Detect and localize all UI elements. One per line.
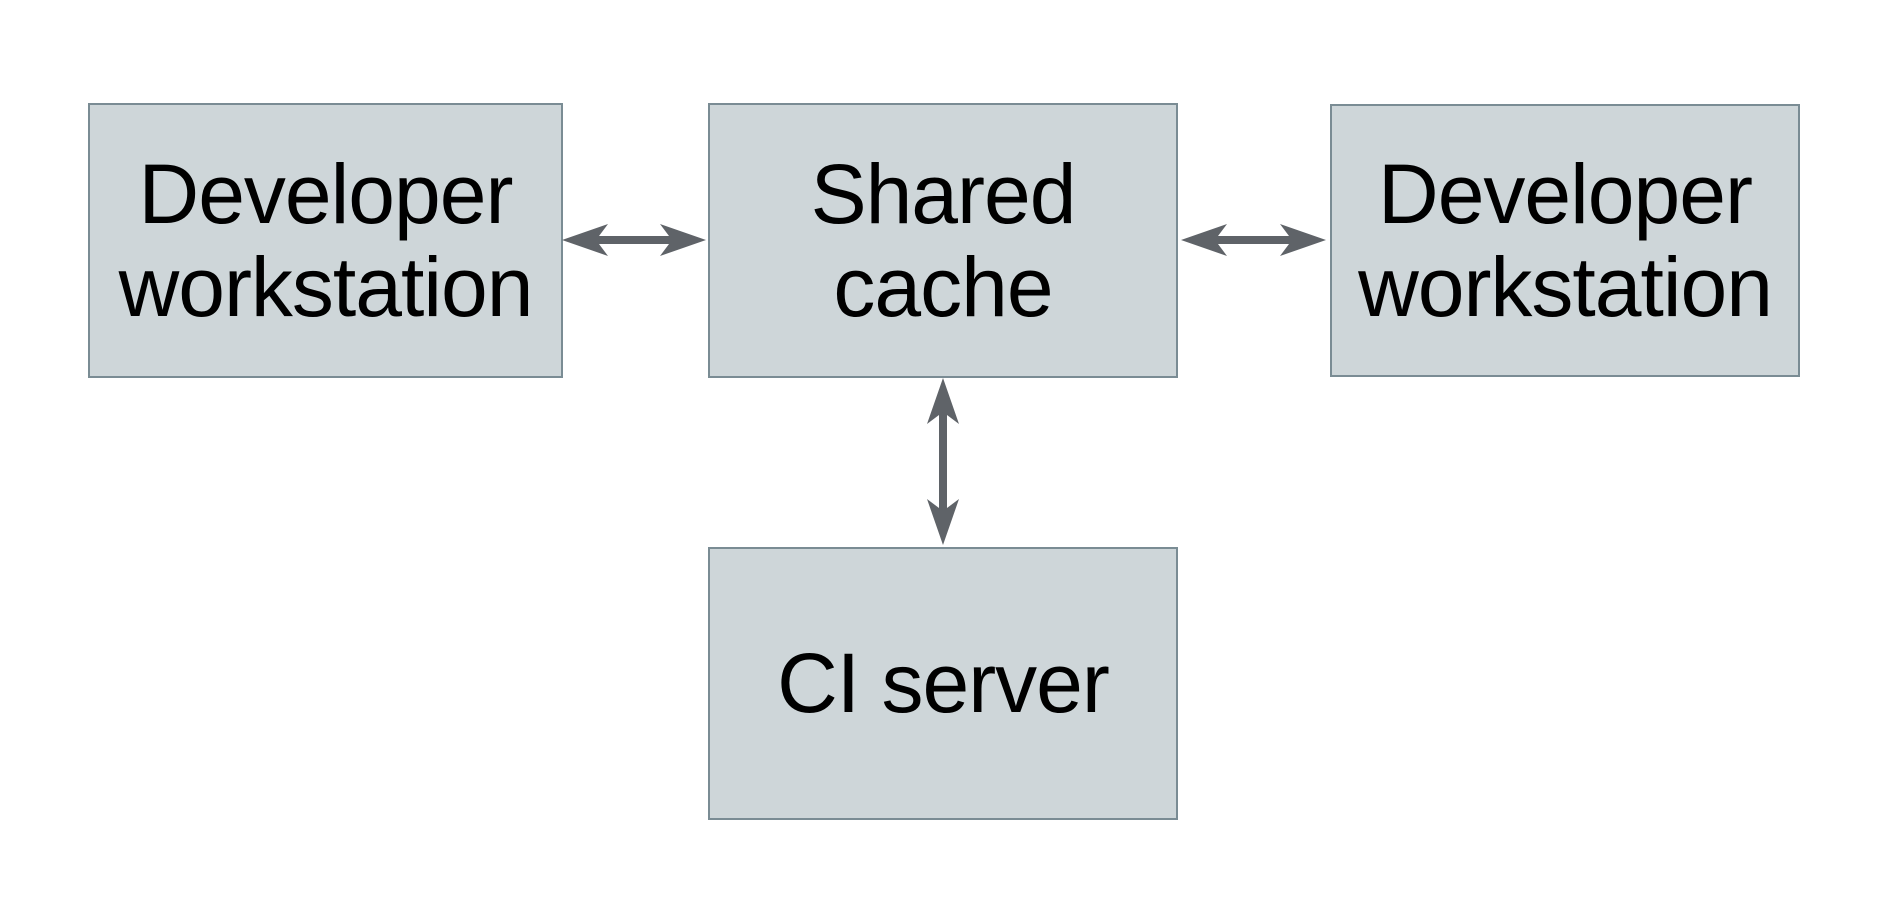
double-arrow-icon (562, 224, 706, 256)
node-shared-cache: Shared cache (708, 103, 1178, 378)
node-label: Developer workstation (1358, 147, 1773, 334)
bidirectional-arrow-vertical (927, 378, 959, 545)
double-arrow-icon (927, 378, 959, 545)
bidirectional-arrow-left (562, 224, 706, 256)
node-label: CI server (777, 636, 1110, 731)
bidirectional-arrow-right (1181, 224, 1326, 256)
node-developer-workstation-left: Developer workstation (88, 103, 563, 378)
node-developer-workstation-right: Developer workstation (1330, 104, 1800, 377)
node-label: Shared cache (810, 147, 1077, 334)
node-ci-server: CI server (708, 547, 1178, 820)
node-label: Developer workstation (118, 147, 534, 334)
double-arrow-icon (1181, 224, 1326, 256)
